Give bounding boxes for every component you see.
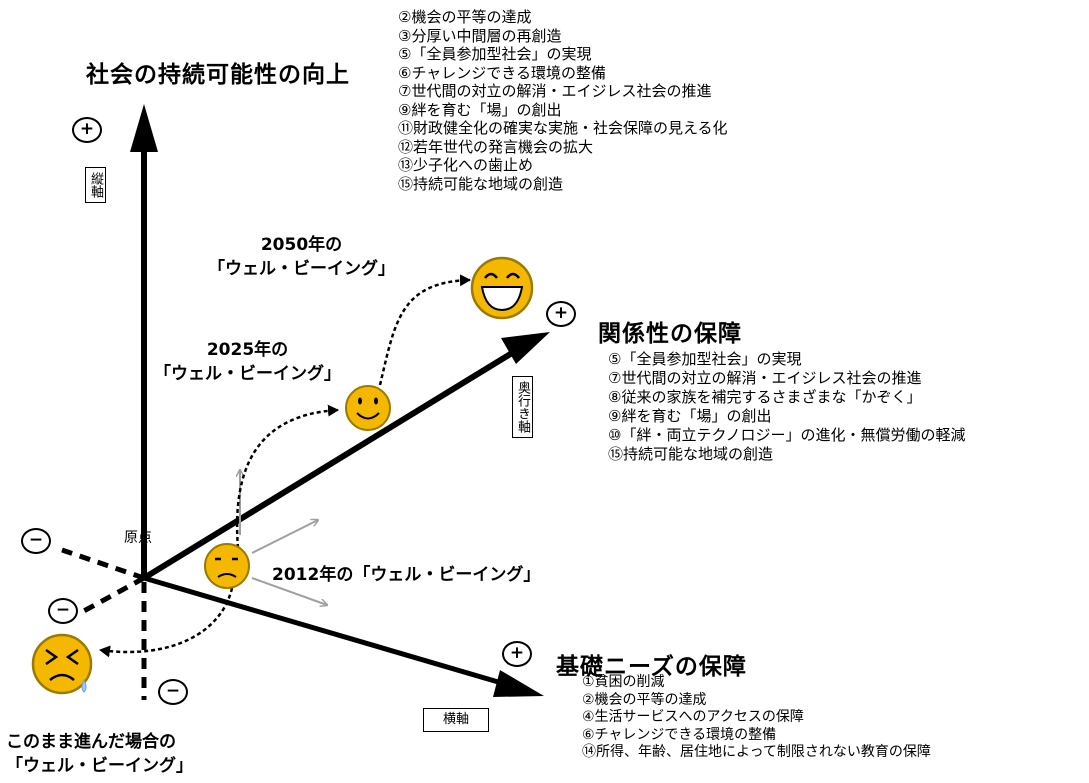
list-item: ⑤「全員参加型社会」の実現 [398,45,592,63]
horizontal-axis-title: 基礎ニーズの保障 [556,654,747,680]
list-item: ⑮持続可能な地域の創造 [608,445,774,463]
list-item: ②機会の平等の達成 [582,691,707,708]
horizontal-axis-label: 横軸 [423,708,489,732]
minus-sign-depth: − [48,598,78,624]
list-item: ⑧従来の家族を補完するさまざまな「かぞく」 [608,388,922,406]
face-crying-icon [31,633,93,695]
list-item: ⑥チャレンジできる環境の整備 [398,63,606,82]
horizontal-axis-negative [61,547,145,581]
relation-goal-list: ⑤「全員参加型社会」の実現 ⑦世代間の対立の解消・エイジレス社会の推進 ⑧従来の… [608,350,966,464]
list-item: ⑥チャレンジできる環境の整備 [582,726,777,743]
vertical-axis-arrowhead [130,104,158,152]
list-item: ⑨絆を育む「場」の創出 [608,407,772,425]
horizontal-axis-arrowhead [493,670,544,697]
label-2025: 2025年の 「ウェル・ビーイング」 [154,338,341,386]
list-item: ⑨絆を育む「場」の創出 [398,100,562,119]
label-current-path: このまま進んだ場合の 「ウェル・ビーイング」 [6,730,193,778]
minus-sign-left: − [21,528,51,554]
list-item: ⑭所得、年齢、居住地によって制限されない教育の保障 [582,744,931,760]
list-item: ⑪財政健全化の確実な実施・社会保障の見える化 [398,119,728,137]
list-item: ⑮持続可能な地域の創造 [398,174,564,193]
path-2012-to-2025 [235,404,339,549]
top-goal-list: ②機会の平等の達成 ③分厚い中間層の再創造 ⑤「全員参加型社会」の実現 ⑥チャレ… [398,8,728,193]
vertical-axis-label: 縦軸 [85,167,106,203]
label-current-line1: このまま進んだ場合の [6,732,176,752]
list-item: ⑫若年世代の発言機会の拡大 [398,137,594,156]
list-item: ④生活サービスへのアクセスの保障 [582,709,804,725]
horizontal-axis-line [143,575,506,687]
label-2025-year: 2025年の [206,340,289,360]
depth-axis-label: 奥行き軸 [512,376,533,438]
depth-axis-line [142,350,514,581]
depth-axis-negative [80,575,146,615]
label-2025-text: 「ウェル・ビーイング」 [154,364,341,384]
face-2012-icon [204,543,250,589]
list-item: ⑤「全員参加型社会」の実現 [608,350,802,368]
plus-sign-vertical: + [72,117,102,143]
path-2025-to-2050 [378,274,471,386]
label-2012: 2012年の「ウェル・ビーイング」 [272,565,541,585]
label-2050: 2050年の 「ウェル・ビーイング」 [208,233,395,281]
list-item: ②機会の平等の達成 [398,8,532,26]
origin-label: 原点 [124,530,152,546]
label-current-line2: 「ウェル・ビーイング」 [6,756,193,776]
label-2050-year: 2050年の [260,235,343,255]
list-item: ⑬少子化への歯止め [398,156,534,174]
face-2025-icon [345,385,391,431]
path-2012-to-current [99,587,234,658]
list-item: ③分厚い中間層の再創造 [398,26,562,45]
list-item: ⑩「絆・両立テクノロジー」の進化・無償労働の軽減 [608,426,966,444]
depth-axis-title: 関係性の保障 [598,321,742,347]
face-2050-icon [470,256,534,320]
gray-arrow-downright [251,577,327,605]
list-item: ①貧困の削減 [582,674,665,690]
minus-sign-bottom: − [158,679,188,705]
label-2050-text: 「ウェル・ビーイング」 [208,259,395,279]
plus-sign-depth: + [546,301,576,327]
plus-sign-horizontal: + [502,641,532,667]
basic-goal-list: ①貧困の削減 ②機会の平等の達成 ④生活サービスへのアクセスの保障 ⑥チャレンジ… [582,674,931,762]
list-item: ⑦世代間の対立の解消・エイジレス社会の推進 [398,82,712,100]
vertical-axis-title: 社会の持続可能性の向上 [86,62,350,88]
gray-arrow-upright [251,520,318,554]
list-item: ⑦世代間の対立の解消・エイジレス社会の推進 [608,369,922,387]
depth-axis-arrowhead [501,332,550,364]
